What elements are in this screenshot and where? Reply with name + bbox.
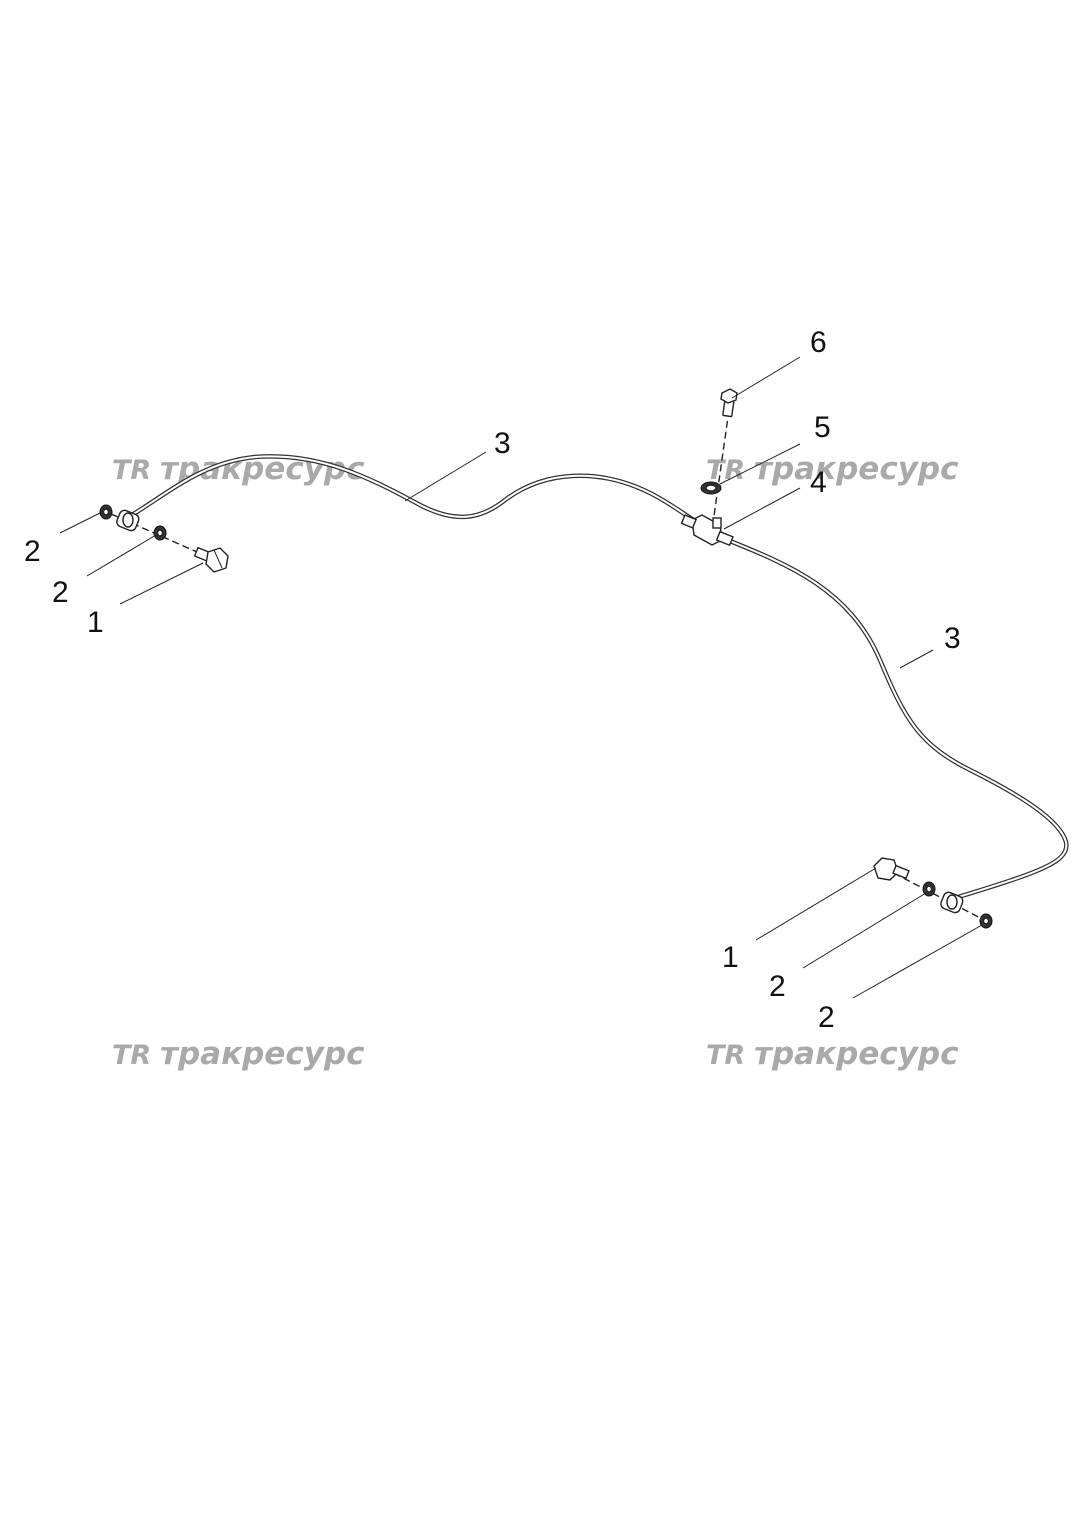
watermark-top-left: TR тракресурс <box>112 451 365 487</box>
callout-washer-left-lower: 2 <box>52 576 69 609</box>
tee-fitting <box>680 514 734 547</box>
right-banjo-assembly <box>873 857 993 929</box>
watermark-text: тракресурс <box>754 1036 959 1072</box>
watermark-text: тракресурс <box>160 1036 365 1072</box>
banjo-fitting-right <box>940 891 964 914</box>
callout-tube-right: 3 <box>944 622 961 655</box>
watermark-text: тракресурс <box>754 451 959 487</box>
tube-right <box>722 536 1069 901</box>
watermark-top-right: TR тракресурс <box>706 451 959 487</box>
callout-washer-right-lower: 2 <box>818 1001 835 1034</box>
banjo-fitting-left <box>116 509 140 532</box>
watermark-bottom-right: TR тракресурс <box>706 1036 959 1072</box>
bolt-top <box>720 388 738 418</box>
bolt-right <box>873 857 910 881</box>
callout-bolt-left: 1 <box>87 606 104 639</box>
watermark-logo: TR <box>112 455 151 486</box>
washer-top <box>700 481 722 495</box>
callout-washer-top: 5 <box>814 411 831 444</box>
bolt-left <box>193 546 229 573</box>
callout-bolt-right: 1 <box>722 941 739 974</box>
callout-tube-left: 3 <box>494 427 511 460</box>
callout-bolt-top: 6 <box>810 326 827 359</box>
watermark-bottom-left: TR тракресурс <box>112 1036 365 1072</box>
leader-lines <box>59 356 983 999</box>
tee-assembly <box>680 388 738 547</box>
callout-washer-right-upper: 2 <box>769 970 786 1003</box>
callout-washer-left-upper: 2 <box>24 535 41 568</box>
watermark-logo: TR <box>706 1040 745 1071</box>
left-banjo-assembly <box>99 504 229 573</box>
callout-tee: 4 <box>810 466 827 499</box>
tube-left <box>129 454 700 525</box>
watermark-logo: TR <box>112 1040 151 1071</box>
